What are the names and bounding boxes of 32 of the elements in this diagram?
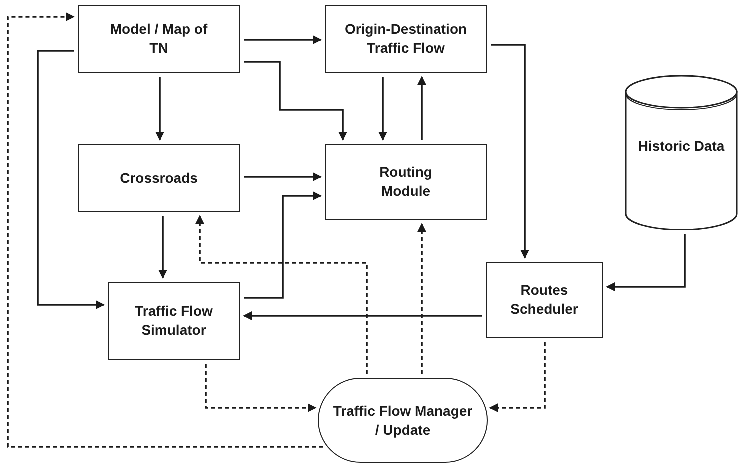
arrow (244, 61, 348, 141)
node-label: Historic Data (637, 137, 726, 156)
arrow (244, 192, 322, 299)
process-box (78, 5, 240, 73)
node-label: Routing Module (378, 163, 434, 201)
arrow (606, 234, 686, 292)
node-label: Model / Map of TN (109, 20, 209, 58)
arrow (489, 342, 546, 412)
arrow (244, 36, 322, 44)
node-label: Traffic Flow Manager / Update (332, 402, 474, 440)
node-label: Origin-Destination Traffic Flow (344, 20, 468, 58)
process-box (78, 144, 240, 212)
node-label: Routes Scheduler (510, 281, 580, 319)
node-label: Crossroads (119, 168, 199, 188)
arrow (378, 77, 388, 141)
terminal-shape (318, 378, 488, 463)
arrow (244, 172, 322, 182)
arrow (418, 76, 426, 140)
node-label: Traffic Flow Simulator (134, 302, 214, 340)
process-box (108, 282, 240, 360)
arrow (205, 364, 317, 412)
arrow (243, 312, 482, 320)
process-box (325, 5, 487, 73)
arrow (196, 215, 368, 374)
arrow (7, 12, 324, 448)
arrow (418, 223, 426, 374)
arrow (158, 216, 168, 279)
arrow (156, 77, 164, 141)
process-box (325, 144, 487, 220)
arrow (491, 44, 530, 259)
process-box (486, 262, 603, 338)
arrow (37, 50, 105, 310)
